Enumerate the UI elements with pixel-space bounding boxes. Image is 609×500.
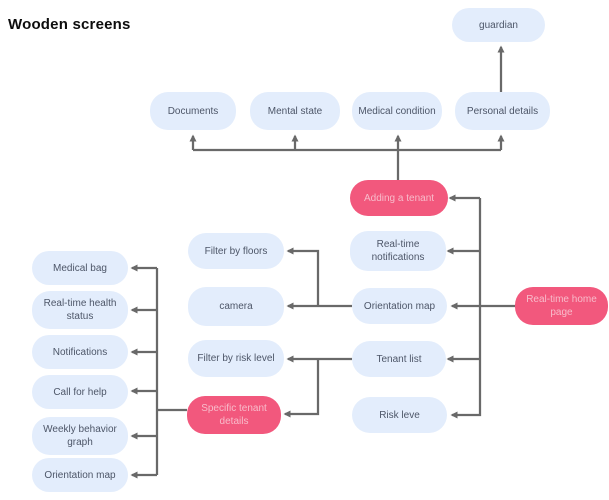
node-label: Notifications (52, 346, 108, 358)
node-documents[interactable]: Documents (150, 92, 236, 130)
node-risk-leve[interactable]: Risk leve (352, 397, 447, 433)
node-label: Call for help (53, 386, 107, 398)
node-label: camera (219, 301, 253, 312)
node-medical-bag[interactable]: Medical bag (32, 251, 128, 285)
node-label: Mental state (267, 105, 323, 117)
node-label: Personal details (466, 105, 539, 117)
node-notifications[interactable]: Notifications (32, 335, 128, 369)
node-label: Specific tenant details (201, 403, 267, 427)
node-label: Real-time health status (43, 298, 117, 322)
page-title: Wooden screens (8, 16, 131, 34)
node-personal-details[interactable]: Personal details (455, 92, 550, 130)
node-label: Orientation map (363, 300, 436, 312)
node-real-time-home-page[interactable]: Real-time home page (515, 287, 608, 325)
node-specific-tenant-details[interactable]: Specific tenant details (187, 396, 281, 434)
node-label: Tenant list (376, 353, 422, 365)
node-label: Weekly behavior graph (43, 424, 117, 448)
node-camera[interactable]: camera (188, 287, 284, 326)
node-label: Filter by risk level (197, 353, 275, 364)
node-tenant-list[interactable]: Tenant list (352, 341, 446, 377)
node-orientation-map-2[interactable]: Orientation map (32, 458, 128, 492)
node-orientation-map[interactable]: Orientation map (352, 288, 447, 324)
node-real-time-notifications[interactable]: Real-time notifications (350, 231, 446, 271)
node-label: Real-time notifications (371, 239, 425, 263)
node-label: Orientation map (44, 469, 116, 481)
node-filter-by-floors[interactable]: Filter by floors (188, 233, 284, 269)
node-label: Risk leve (379, 409, 420, 421)
node-medical-condition[interactable]: Medical condition (352, 92, 442, 130)
node-label: Adding a tenant (363, 192, 435, 204)
node-label: Documents (167, 105, 219, 117)
node-adding-a-tenant[interactable]: Adding a tenant (350, 180, 448, 216)
node-label: Real-time home page (526, 294, 597, 318)
node-guardian[interactable]: guardian (452, 8, 545, 42)
node-label: Medical condition (358, 105, 436, 117)
node-label: Filter by floors (204, 245, 268, 257)
node-real-time-health-status[interactable]: Real-time health status (32, 291, 128, 329)
node-weekly-behavior-graph[interactable]: Weekly behavior graph (32, 417, 128, 455)
node-call-for-help[interactable]: Call for help (32, 375, 128, 409)
node-label: Medical bag (53, 262, 107, 274)
node-label: guardian (479, 19, 518, 31)
node-filter-by-risk-level[interactable]: Filter by risk level (188, 340, 284, 377)
node-mental-state[interactable]: Mental state (250, 92, 340, 130)
